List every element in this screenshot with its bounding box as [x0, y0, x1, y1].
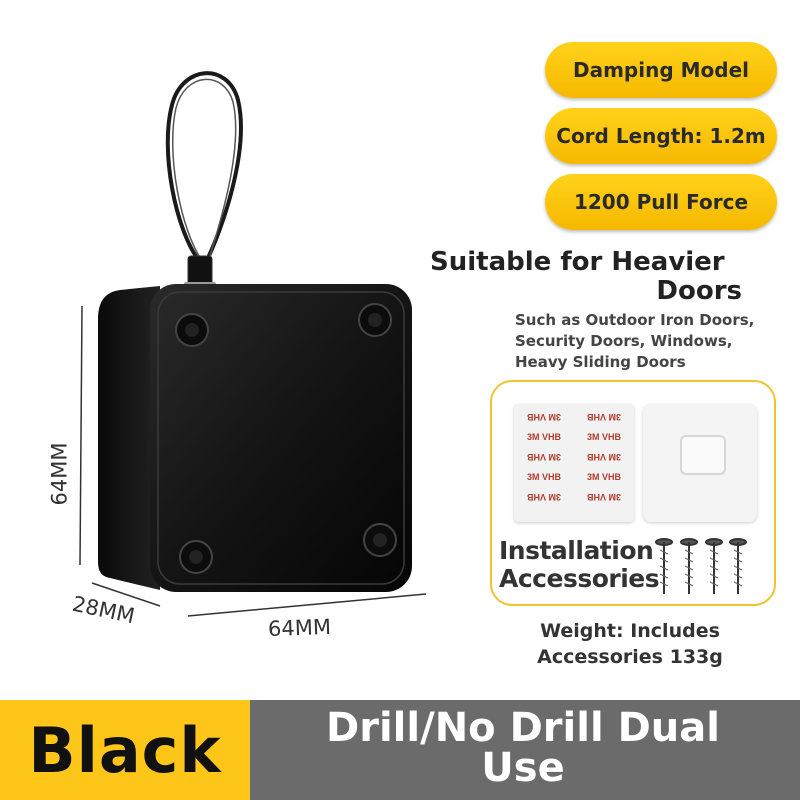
door-closer-product-image: [79, 71, 427, 617]
width-dimension-label: 64MM: [267, 614, 332, 642]
height-dimension-label: 64MM: [47, 442, 72, 506]
screw-hole-bottom-right: [363, 523, 397, 557]
screw-hole-top-right: [358, 303, 392, 337]
device-side: [98, 286, 160, 590]
color-option-label: Black: [0, 700, 250, 800]
suitability-detail-line: Such as Outdoor Iron Doors,: [515, 311, 755, 329]
accessories-label: Installation Accessories: [499, 536, 660, 593]
screw-hole-top-left: [175, 313, 209, 347]
height-dimension-line: [79, 305, 83, 566]
feature-badge-cord-length: Cord Length: 1.2m: [545, 108, 777, 164]
suitability-detail-line: Security Doors, Windows,: [515, 332, 733, 350]
screws-icon: [655, 538, 747, 594]
suitability-heading: Suitable for Heavier Doors: [430, 248, 742, 306]
feature-badge-pull-force: 1200 Pull Force: [545, 174, 777, 230]
installation-tagline: Drill/No Drill Dual Use: [326, 705, 720, 791]
device-body: [150, 284, 412, 592]
suitability-heading-line2: Doors: [656, 276, 742, 306]
width-dimension-line: [187, 593, 427, 617]
suitability-heading-line1: Suitable for Heavier: [430, 247, 725, 277]
cord-loop: [165, 71, 243, 264]
depth-dimension-line: [91, 582, 161, 607]
cord-collar: [187, 255, 213, 287]
screw-hole-bottom-left: [179, 540, 213, 574]
hook-icon: [680, 435, 726, 475]
weight-info: Weight: Includes Accessories 133g: [537, 620, 723, 668]
suitability-detail-line: Heavy Sliding Doors: [515, 353, 686, 371]
suitability-details: Such as Outdoor Iron Doors, Security Doo…: [515, 310, 795, 373]
feature-badge-damping-model: Damping Model: [545, 42, 777, 98]
